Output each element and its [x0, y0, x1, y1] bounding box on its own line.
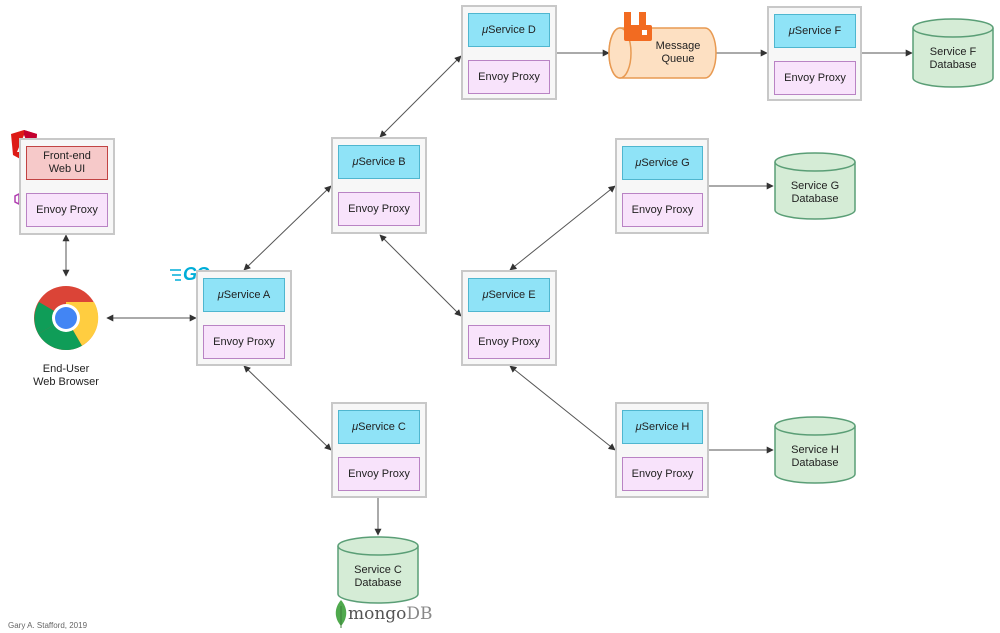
database-service-c-label: Service C Database	[354, 564, 402, 589]
browser-label: End-User Web Browser	[33, 363, 99, 388]
frontend-web-ui[interactable]: Front-end Web UI	[26, 146, 108, 180]
service-c-envoy-proxy[interactable]: Envoy Proxy	[338, 457, 420, 491]
service-g-envoy-proxy[interactable]: Envoy Proxy	[622, 193, 703, 227]
service-d-envoy-proxy[interactable]: Envoy Proxy	[468, 60, 550, 94]
database-service-g	[774, 152, 856, 220]
service-h-envoy-proxy[interactable]: Envoy Proxy	[622, 457, 703, 491]
chrome-logo-icon	[34, 286, 99, 350]
service-a-envoy-proxy[interactable]: Envoy Proxy	[203, 325, 285, 359]
mongodb-wordmark-suffix: DB	[406, 604, 433, 624]
frontend-envoy-proxy[interactable]: Envoy Proxy	[26, 193, 108, 227]
link-a-c	[243, 365, 332, 451]
service-f-envoy-proxy[interactable]: Envoy Proxy	[774, 61, 856, 95]
database-service-h-label: Service H Database	[791, 444, 839, 469]
service-b-envoy-proxy[interactable]: Envoy Proxy	[338, 192, 420, 226]
database-service-f	[912, 18, 994, 88]
database-service-h	[774, 416, 856, 484]
database-service-c	[337, 536, 419, 604]
mongodb-wordmark: mongoDB	[348, 604, 433, 624]
author-credit: Gary A. Stafford, 2019	[8, 621, 88, 630]
golang-logo-icon	[170, 269, 181, 281]
service-e-envoy-proxy[interactable]: Envoy Proxy	[468, 325, 550, 359]
database-service-f-label: Service F Database	[929, 46, 977, 71]
database-service-g-label: Service G Database	[790, 180, 840, 205]
link-e-h	[509, 365, 616, 451]
link-e-g	[509, 185, 616, 271]
link-a-b	[243, 185, 332, 271]
message-queue-label: Message Queue	[655, 40, 701, 65]
link-b-d	[379, 55, 462, 138]
link-b-e	[379, 234, 462, 317]
mongodb-wordmark-prefix: mongo	[348, 604, 407, 624]
rabbitmq-logo-icon	[624, 12, 652, 41]
mongodb-leaf-icon	[335, 600, 347, 628]
